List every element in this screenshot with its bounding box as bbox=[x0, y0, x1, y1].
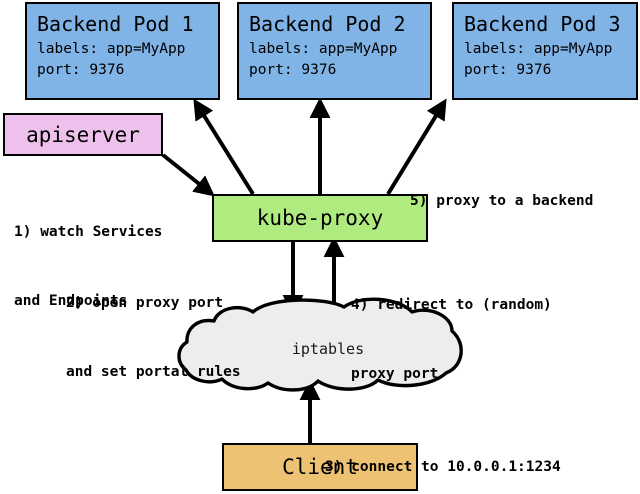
backend-pod-3-labels: labels: app=MyApp bbox=[464, 41, 613, 57]
backend-pod-3-title: Backend Pod 3 bbox=[464, 12, 621, 36]
backend-pod-2-box: Backend Pod 2 labels: app=MyApp port: 93… bbox=[237, 2, 432, 100]
step-4-label: 4) redirect to (random) proxy port bbox=[351, 248, 552, 432]
backend-pod-2-title: Backend Pod 2 bbox=[249, 12, 406, 36]
backend-pod-3-box: Backend Pod 3 labels: app=MyApp port: 93… bbox=[452, 2, 638, 100]
backend-pod-1-port: port: 9376 bbox=[37, 62, 125, 78]
iptables-cloud: iptables bbox=[190, 303, 466, 395]
step-4-line-2: proxy port bbox=[351, 366, 439, 382]
step-5-line-1: 5) proxy to a backend bbox=[410, 193, 594, 209]
iptables-label: iptables bbox=[291, 340, 365, 358]
backend-pod-2-labels: labels: app=MyApp bbox=[249, 41, 398, 57]
step-2-line-2: and set portal rules bbox=[66, 364, 241, 380]
backend-pod-3-port: port: 9376 bbox=[464, 62, 552, 78]
apiserver-box: apiserver bbox=[3, 113, 163, 156]
apiserver-label: apiserver bbox=[26, 122, 140, 147]
kube-proxy-box: kube-proxy bbox=[212, 194, 428, 242]
backend-pod-1-box: Backend Pod 1 labels: app=MyApp port: 93… bbox=[25, 2, 220, 100]
step-4-line-1: 4) redirect to (random) bbox=[351, 297, 552, 313]
step-2-label: 2) open proxy port and set portal rules bbox=[66, 246, 241, 430]
edge-apiserver-to-kubeproxy bbox=[161, 153, 215, 197]
backend-pod-2-port: port: 9376 bbox=[249, 62, 337, 78]
step-3-label: 3) connect to 10.0.0.1:1234 bbox=[325, 410, 561, 494]
edge-kubeproxy-to-pod1 bbox=[193, 98, 255, 196]
step-2-line-1: 2) open proxy port bbox=[66, 295, 224, 311]
kube-proxy-label: kube-proxy bbox=[256, 206, 384, 230]
client-box: Client bbox=[222, 443, 418, 491]
step-3-line-1: 3) connect to 10.0.0.1:1234 bbox=[325, 459, 561, 475]
step-5-label: 5) proxy to a backend bbox=[410, 144, 593, 259]
step-1-line-1: 1) watch Services bbox=[14, 224, 163, 240]
client-label: Client bbox=[282, 455, 358, 479]
step-1-line-2: and Endpoints bbox=[14, 293, 128, 309]
step-1-label: 1) watch Services and Endpoints bbox=[14, 175, 162, 359]
backend-pod-1-labels: labels: app=MyApp bbox=[37, 41, 186, 57]
backend-pod-1-title: Backend Pod 1 bbox=[37, 12, 194, 36]
